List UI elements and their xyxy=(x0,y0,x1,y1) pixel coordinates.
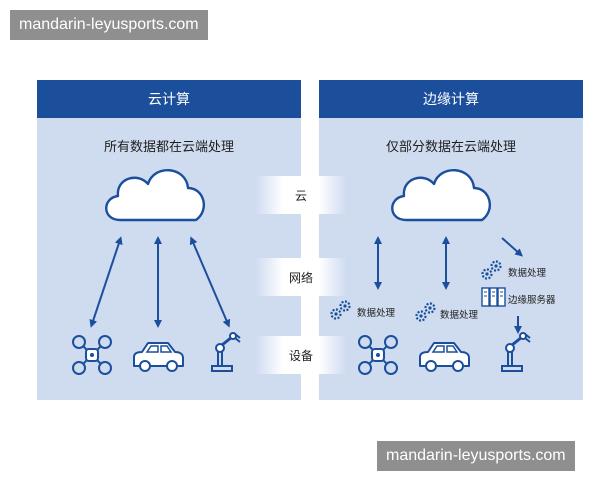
cloud-icon xyxy=(391,168,492,222)
edge-computing-subtitle: 仅部分数据在云端处理 xyxy=(385,140,516,155)
watermark-top: mandarin-leyusports.com xyxy=(10,10,208,40)
robot-arm-icon xyxy=(500,331,532,373)
car-icon xyxy=(419,342,470,372)
car-icon xyxy=(133,342,184,372)
layer-label-network: 网络 xyxy=(256,258,346,296)
connection-arrow xyxy=(189,236,231,328)
layer-label-cloud: 云 xyxy=(256,176,346,214)
cloud-computing-subtitle: 所有数据都在云端处理 xyxy=(103,140,234,155)
cloud-icon xyxy=(105,168,206,222)
process-label-2: 数据处理 xyxy=(440,310,479,321)
gear-icon xyxy=(417,304,435,321)
connection-arrow xyxy=(501,237,523,257)
connection-arrow xyxy=(89,236,123,328)
server-icon xyxy=(481,287,506,307)
watermark-bottom: mandarin-leyusports.com xyxy=(377,441,575,471)
edge-computing-title: 边缘计算 xyxy=(319,80,583,118)
process-label-3: 数据处理 xyxy=(508,268,547,279)
cloud-computing-title: 云计算 xyxy=(37,80,301,118)
robot-arm-icon xyxy=(210,331,242,373)
process-label-1: 数据处理 xyxy=(357,308,396,319)
edge-server-label: 边缘服务器 xyxy=(508,295,556,306)
layer-label-device: 设备 xyxy=(256,336,346,374)
drone-icon xyxy=(358,335,398,375)
gear-icon xyxy=(483,262,501,279)
gear-icon xyxy=(332,302,350,319)
drone-icon xyxy=(72,335,112,375)
